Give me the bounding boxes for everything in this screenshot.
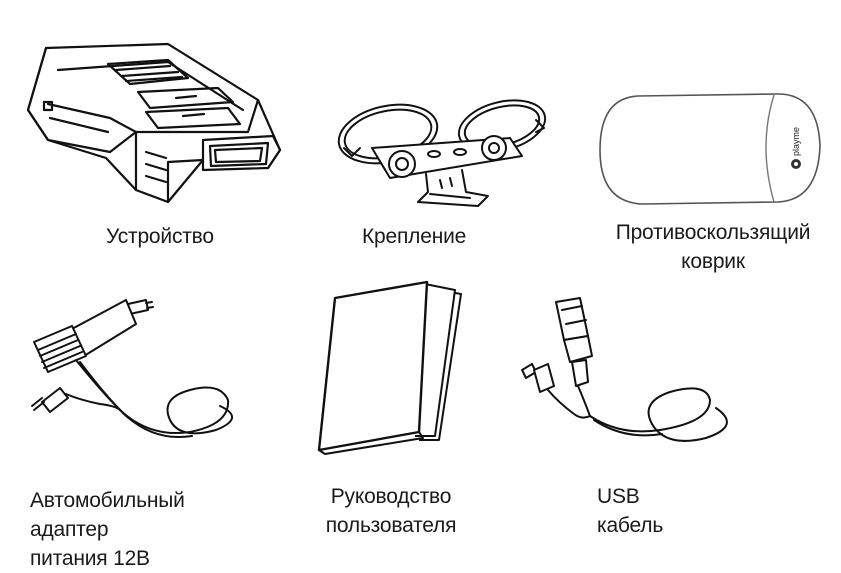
caption-mat: Противоскользящий коврик: [600, 218, 826, 276]
suction-mount-illustration: [337, 99, 547, 207]
caption-manual-line-2: пользователя: [325, 514, 457, 537]
caption-mount: Крепление: [362, 225, 467, 248]
caption-car-adapter: Автомобильный адаптер питания 12В: [30, 486, 185, 573]
caption-manual-line-1: Руководство: [330, 485, 452, 508]
caption-car-adapter-line-1: Автомобильный адаптер: [30, 489, 185, 541]
caption-car-adapter-line-2: питания 12В: [30, 547, 150, 570]
caption-mat-line-1: Противоскользящий: [615, 221, 811, 244]
car-adapter-illustration: [31, 299, 233, 438]
anti-slip-mat-illustration: playme: [599, 93, 821, 205]
radar-detector-illustration: [26, 42, 282, 204]
mat-brand-text: playme: [791, 127, 801, 156]
caption-mat-line-2: коврик: [681, 250, 745, 273]
user-manual-illustration: [317, 280, 462, 455]
caption-device: Устройство: [106, 225, 214, 248]
usb-cable-illustration: [521, 297, 728, 442]
caption-usb-cable: USB кабель: [597, 485, 664, 537]
caption-manual: Руководство пользователя: [316, 482, 466, 540]
